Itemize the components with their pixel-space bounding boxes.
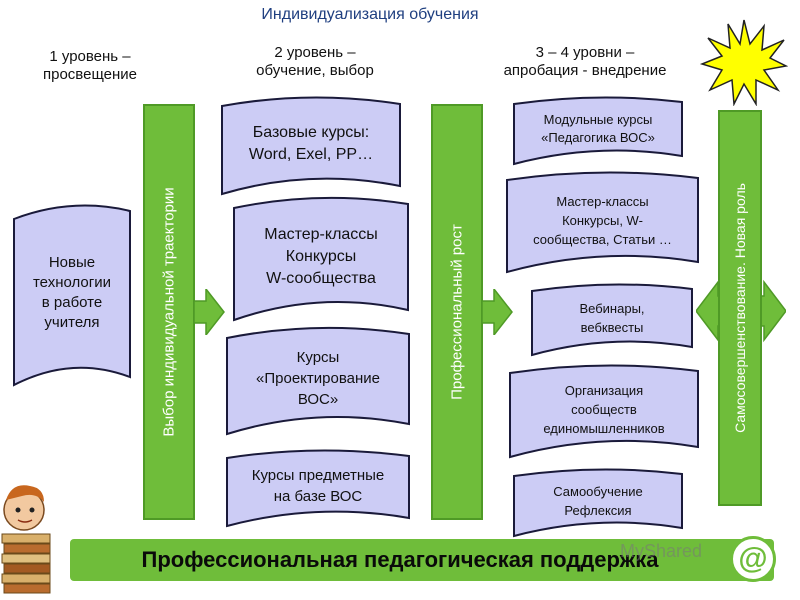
right-arrow-icon	[194, 289, 225, 335]
level2-box-4: Курсы предметные на базе ВОС	[225, 449, 411, 528]
bottom-support-bar	[70, 539, 774, 581]
right-arrow-icon	[482, 289, 513, 335]
header-level34: 3 – 4 уровни – апробация - внедрение	[503, 44, 667, 79]
level3-box-5-text: Самообучение Рефлексия	[553, 484, 643, 518]
level3-box-1: Модульные курсы «Педагогика ВОС»	[512, 96, 684, 166]
vertical-bar-growth-label: Профессиональный рост	[448, 224, 466, 400]
level3-box-5: Самообучение Рефлексия	[512, 468, 684, 538]
left-box: Новые технологии в работе учителя	[12, 204, 132, 387]
boy-with-books-icon	[1, 485, 51, 594]
bottom-support-label: Профессиональная педагогическая поддержк…	[141, 547, 659, 572]
vertical-bar-growth: Профессиональный рост	[431, 104, 483, 520]
level2-box-3: Курсы «Проектирование ВОС»	[225, 326, 411, 436]
level2-box-1-text: Базовые курсы: Word, Exel, PP…	[248, 124, 374, 163]
level3-box-4: Организация сообществ единомышленников	[508, 364, 700, 459]
watermark: MyShared	[620, 541, 703, 561]
vertical-bar-self-improvement-label: Самосовершенствование. Новая роль	[732, 183, 748, 433]
diagram-title: Индивидуализация обучения	[261, 6, 479, 23]
level3-box-2: Мастер-классы Конкурсы, W- сообщества, С…	[505, 171, 700, 274]
left-box-text: Новые технологии в работе учителя	[32, 253, 111, 331]
level2-box-3-text: Курсы «Проектирование ВОС»	[256, 348, 380, 408]
level3-box-4-text: Организация сообществ единомышленников	[543, 382, 665, 436]
level3-box-3: Вебинары, вебквесты	[530, 283, 694, 357]
header-level1: 1 уровень – просвещение	[43, 48, 137, 83]
level2-box-4-text: Курсы предметные на базе ВОС	[251, 467, 385, 505]
sun-icon	[700, 19, 788, 106]
vertical-bar-choice: Выбор индивидуальной траектории	[143, 104, 195, 520]
header-level2: 2 уровень – обучение, выбор	[256, 44, 374, 79]
level2-box-1: Базовые курсы: Word, Exel, PP…	[220, 96, 402, 196]
vertical-bar-choice-label: Выбор индивидуальной траектории	[160, 187, 178, 437]
at-logo-icon: @	[730, 536, 776, 582]
level3-box-2-text: Мастер-классы Конкурсы, W- сообщества, С…	[533, 193, 672, 247]
level2-box-2: Мастер-классы Конкурсы W-сообщества	[232, 196, 410, 322]
level3-box-3-text: Вебинары, вебквесты	[579, 301, 645, 335]
level2-box-2-text: Мастер-классы Конкурсы W-сообщества	[264, 226, 378, 287]
level3-box-1-text: Модульные курсы «Педагогика ВОС»	[541, 112, 655, 145]
vertical-bar-self-improvement: Самосовершенствование. Новая роль	[718, 110, 762, 506]
